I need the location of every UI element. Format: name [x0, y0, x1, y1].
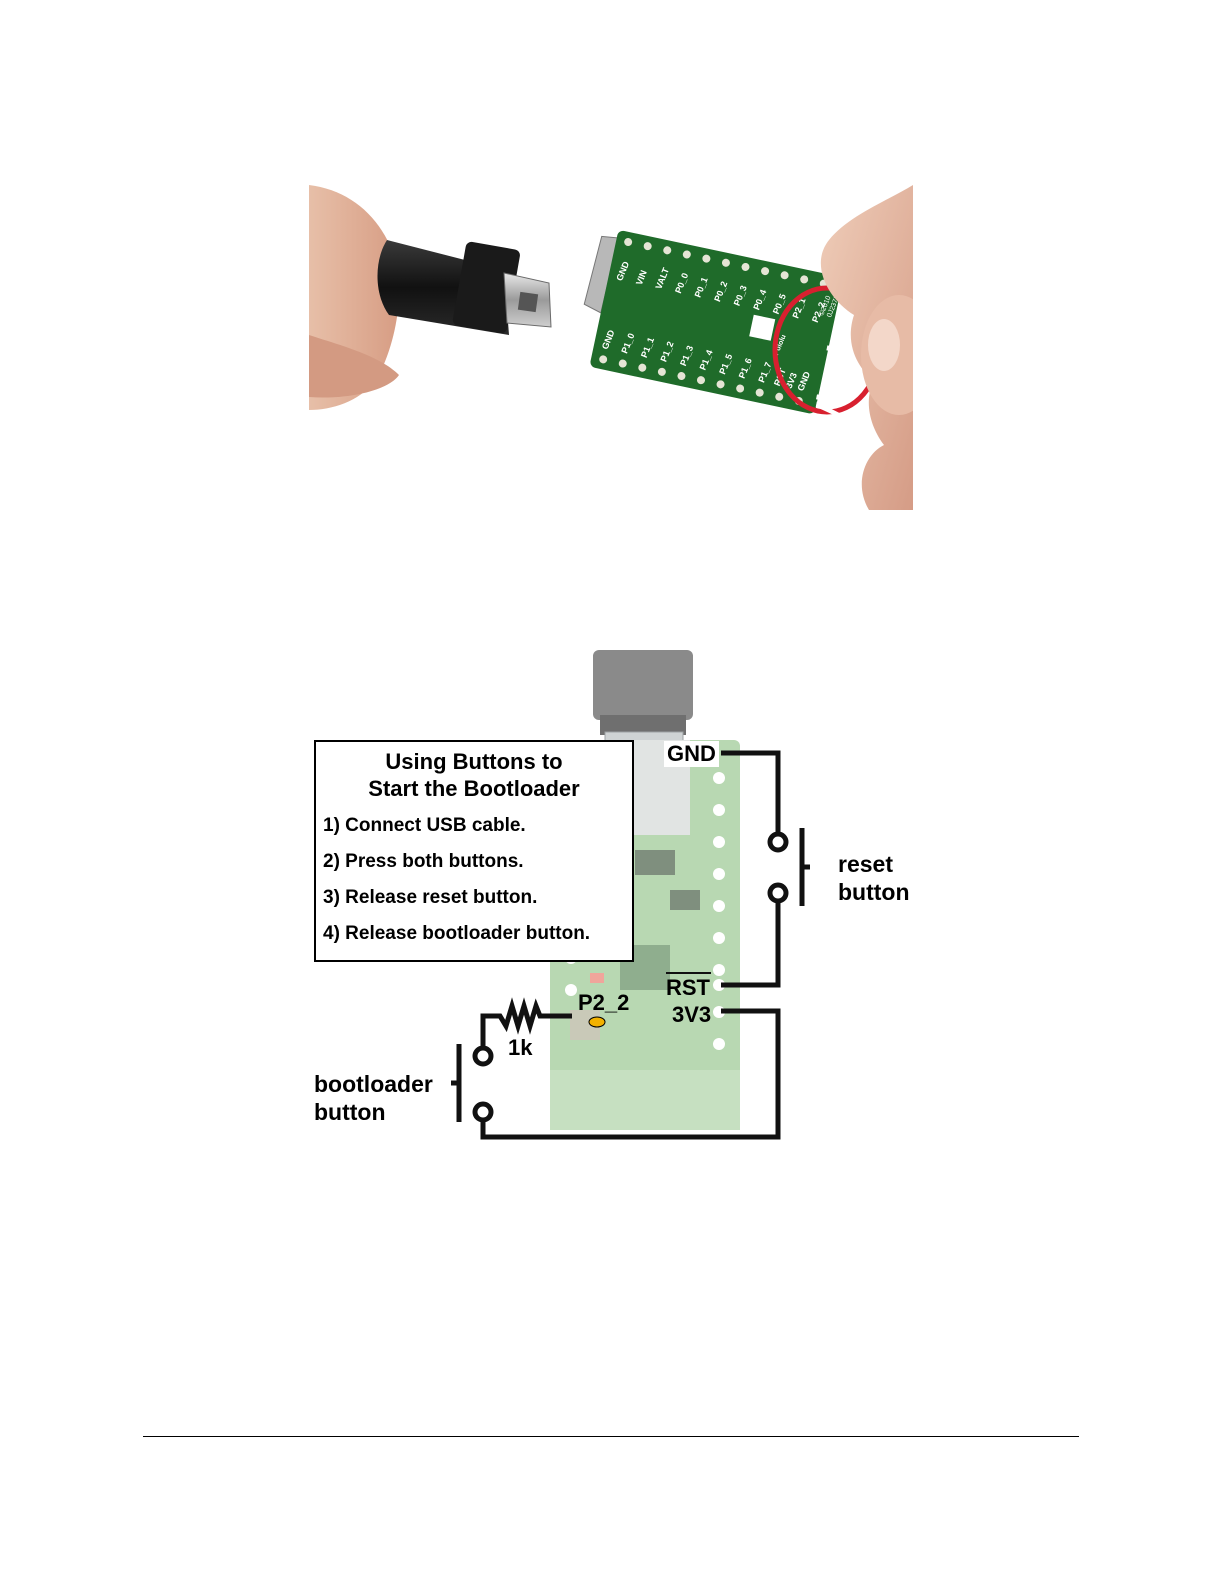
pin-label-3v3: 3V3	[672, 1002, 712, 1027]
wixel-board: GND VIN VALT P0_0 P0_1 P0_2 P0_3 P0_4 P0…	[583, 230, 843, 414]
pin-label-gnd: GND	[664, 741, 719, 767]
left-hand	[309, 185, 399, 410]
3v3-wire	[480, 1008, 781, 1140]
steps-title-line-2: Start the Bootloader	[368, 776, 580, 801]
steps-title-line-1: Using Buttons to	[385, 749, 563, 774]
step-item: 4) Release bootloader button.	[323, 923, 591, 944]
reset-button-symbol	[767, 828, 810, 906]
bootloader-label-line-1: bootloader	[314, 1071, 433, 1097]
resistor-wire	[480, 997, 572, 1048]
usb-cable-connector	[377, 240, 552, 335]
reset-button-label: reset button	[838, 850, 910, 906]
step-item: 2) Press both buttons.	[323, 851, 524, 872]
step-item: 3) Release reset button.	[323, 887, 538, 908]
pin-label-p2-2: P2_2	[578, 990, 630, 1015]
steps-title: Using Buttons to Start the Bootloader	[316, 748, 632, 802]
pin-label-rst: RST	[666, 975, 710, 1000]
reset-label-line-1: reset	[838, 851, 893, 877]
bootloader-steps-box: Using Buttons to Start the Bootloader 1)…	[314, 740, 634, 962]
steps-list: 1) Connect USB cable. 2) Press both butt…	[316, 808, 632, 952]
bootloader-button-symbol	[451, 1044, 494, 1123]
footer-rule	[143, 1436, 1079, 1437]
rst-wire	[721, 898, 781, 988]
circuit-wires	[480, 750, 781, 1140]
bootloader-button-label: bootloader button	[314, 1070, 433, 1126]
resistor-label: 1k	[508, 1035, 533, 1060]
gnd-wire	[721, 750, 781, 836]
right-hand	[820, 185, 913, 510]
reset-label-line-2: button	[838, 879, 910, 905]
wixel-usb-photo: GND VIN VALT P0_0 P0_1 P0_2 P0_3 P0_4 P0…	[309, 185, 913, 510]
bootloader-label-line-2: button	[314, 1099, 386, 1125]
pololu-logo-icon	[749, 314, 776, 341]
step-item: 1) Connect USB cable.	[323, 815, 526, 836]
